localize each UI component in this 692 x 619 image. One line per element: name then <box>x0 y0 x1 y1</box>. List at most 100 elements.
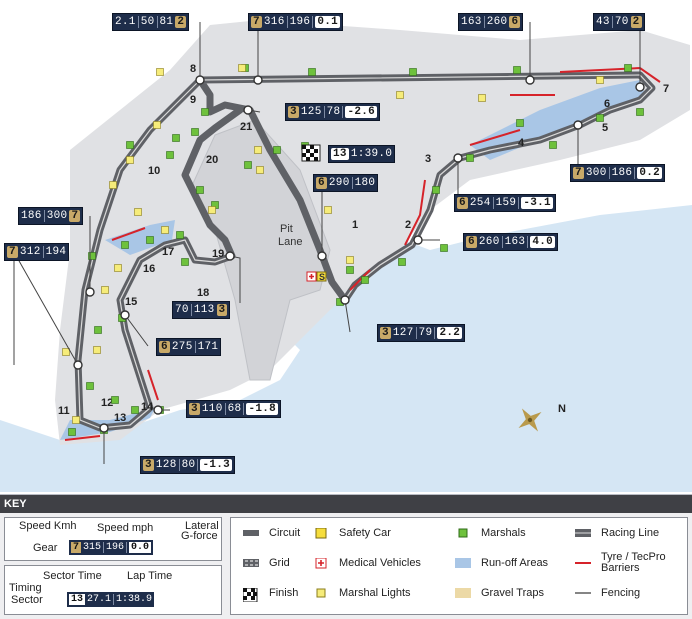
box-gear: 6 <box>509 16 521 28</box>
legend-label: Circuit <box>269 527 301 539</box>
safety-car-icon <box>315 528 327 539</box>
box-kmh: 254 <box>469 197 491 209</box>
marshal-icon <box>409 68 417 76</box>
key-speed-mph: Speed mph <box>97 522 154 534</box>
turn-number: 14 <box>141 401 154 413</box>
marshal-light-icon <box>126 156 134 164</box>
turn-number: 10 <box>148 165 160 177</box>
key-panel: KEY Speed Kmh Speed mph Lateral G-force … <box>0 494 692 619</box>
marshal-icon <box>181 258 189 266</box>
box-kmh: 50 <box>140 16 155 28</box>
box-mph: 196 <box>289 16 311 28</box>
marshal-light-icon <box>254 146 262 154</box>
marshal-light-icon <box>114 264 122 272</box>
measurement-point <box>317 251 327 261</box>
marshal-icon <box>308 68 316 76</box>
marshal-icon <box>94 326 102 334</box>
marshal-icon <box>196 186 204 194</box>
marshal-light-icon <box>208 206 216 214</box>
box-mph: 300 <box>46 210 68 222</box>
racing-line <box>77 74 653 429</box>
box-mph: 171 <box>197 341 219 353</box>
box-mph: 80 <box>181 459 196 471</box>
box-mph: 68 <box>227 403 242 415</box>
turn-number: 19 <box>212 248 224 260</box>
box-gear: 3 <box>216 304 228 316</box>
marshal-light-icon <box>156 68 164 76</box>
box-mph: 180 <box>354 177 376 189</box>
key-timing-panel: Sector Time Lap Time Timing Sector 13 27… <box>4 565 222 615</box>
marshal-icon <box>166 151 174 159</box>
marshal-light-icon <box>93 346 101 354</box>
legend-label: Marshals <box>481 527 526 539</box>
measurement-point <box>413 235 423 245</box>
box-gear: 2 <box>175 16 187 28</box>
legend-label: Tyre / TecPro Barriers <box>601 551 666 574</box>
measurement-point <box>120 310 130 320</box>
box-kmh: 312 <box>19 246 41 258</box>
marshal-icon <box>191 128 199 136</box>
legend-label: Marshal Lights <box>339 587 411 599</box>
marshal-light-icon <box>109 181 117 189</box>
key-lap-time: Lap Time <box>127 570 173 582</box>
legend-label: Gravel Traps <box>481 587 544 599</box>
medical-cross <box>309 274 314 279</box>
run-off-icon <box>455 558 471 568</box>
key-sector: Sector <box>11 594 43 606</box>
marshal-light-icon <box>134 208 142 216</box>
box-g-value: -1.8 <box>246 403 279 415</box>
box-kmh: 186 <box>21 210 42 222</box>
tyre-barrier-icon <box>575 562 591 564</box>
marshal-icon <box>458 528 468 538</box>
legend-label: Safety Car <box>339 527 391 539</box>
marshal-icon <box>146 236 154 244</box>
turn-number: 12 <box>101 397 113 409</box>
box-g-value: 2.2 <box>437 327 463 339</box>
key-title: KEY <box>0 495 692 513</box>
marshal-icon <box>440 244 448 252</box>
grid-icon <box>243 559 259 567</box>
box-mph: 78 <box>326 106 341 118</box>
turn-number: 7 <box>663 83 669 95</box>
marshal-icon <box>549 141 557 149</box>
box-kmh: 300 <box>585 167 607 179</box>
turn-number: 20 <box>206 154 218 166</box>
box-g-value: 0.1 <box>315 16 341 28</box>
box-g-value: -1.3 <box>200 459 233 471</box>
key-sample-sector-time: 27.1 <box>87 594 112 605</box>
measurement-point <box>253 75 263 85</box>
turn-number: 6 <box>604 98 610 110</box>
pit-label-line2: Lane <box>278 236 302 248</box>
marshal-icon <box>176 231 184 239</box>
legend-label: Medical Vehicles <box>339 557 421 569</box>
box-g-value: 0.2 <box>637 167 663 179</box>
box-gear: 6 <box>466 236 477 248</box>
measurement-point <box>195 75 205 85</box>
box-gear: 7 <box>69 210 81 222</box>
finish-icon <box>243 588 258 602</box>
turn-number: 15 <box>125 296 137 308</box>
box-gear: 2 <box>630 16 642 28</box>
turn-number: 1 <box>352 219 358 231</box>
marshal-light-icon <box>101 286 109 294</box>
box-gear: 7 <box>251 16 262 28</box>
box-mph: 81 <box>159 16 174 28</box>
turn-number: 11 <box>58 405 70 417</box>
marshal-icon <box>636 108 644 116</box>
measurement-point <box>85 287 95 297</box>
marshal-light-icon <box>153 121 161 129</box>
marshal-icon <box>68 428 76 436</box>
key-timing: Timing <box>9 582 42 594</box>
key-sample-g: 0.0 <box>129 542 152 553</box>
box-gear: 3 <box>288 106 299 118</box>
turn-number: 3 <box>425 153 431 165</box>
timing-sector: 13 <box>331 148 349 160</box>
fencing-icon <box>575 592 591 594</box>
